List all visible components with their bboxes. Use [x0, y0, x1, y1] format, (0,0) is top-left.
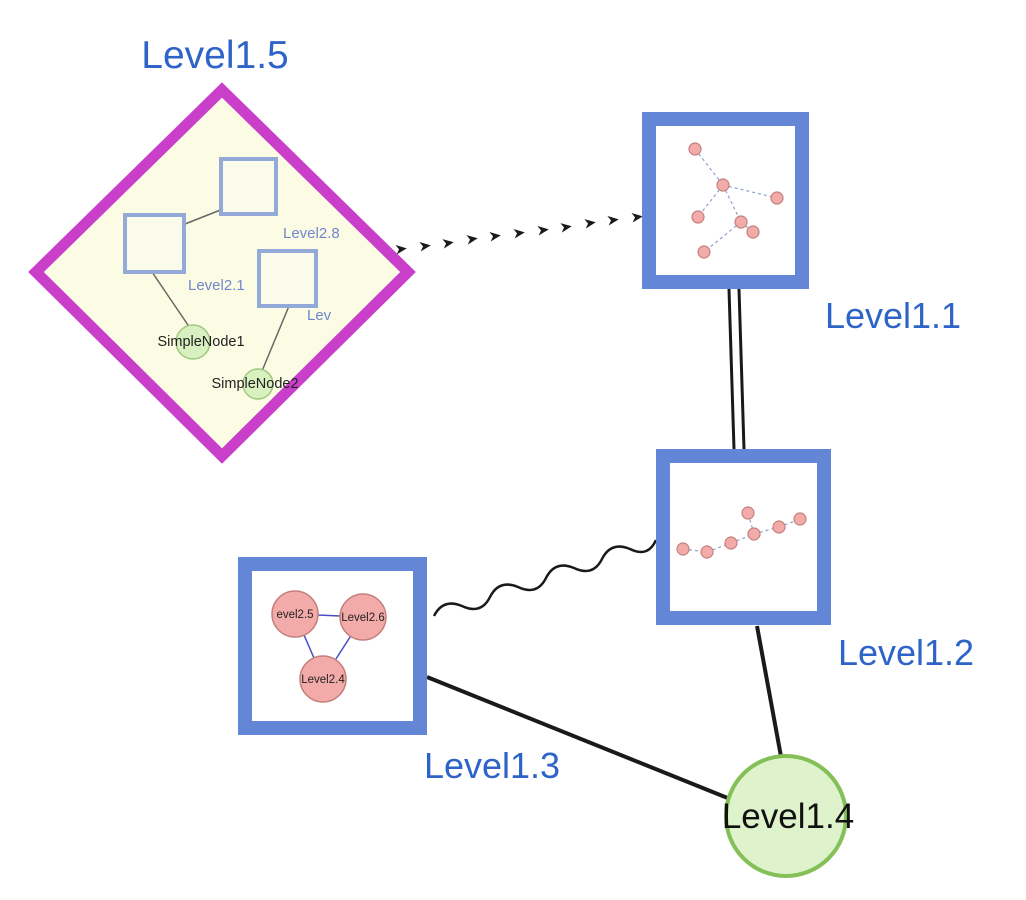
level28-label: Level2.8 — [283, 225, 340, 242]
level28-square[interactable] — [219, 157, 278, 216]
mini-graph-node[interactable] — [772, 520, 786, 534]
simplenode2-circle[interactable] — [242, 368, 274, 400]
mini-graph-node[interactable] — [746, 225, 760, 239]
mini-graph-node[interactable] — [747, 527, 761, 541]
level2-node-label: evel2.5 — [276, 609, 313, 621]
mini-graph-edge — [697, 184, 724, 218]
level12-inner-graph — [676, 506, 807, 559]
level2-node[interactable] — [271, 590, 319, 638]
mini-graph-edge — [722, 184, 742, 223]
mini-graph-edge — [753, 526, 780, 535]
level2-node[interactable] — [299, 655, 347, 703]
level21-square[interactable] — [123, 213, 186, 274]
level2-node[interactable] — [339, 593, 387, 641]
edge-wavy-level12-level13[interactable] — [432, 539, 658, 617]
mini-graph-node[interactable] — [724, 536, 738, 550]
level2-node-label: Level2.6 — [341, 612, 384, 624]
mini-graph-node[interactable] — [793, 512, 807, 526]
simplenode1-circle[interactable] — [175, 324, 211, 360]
edge-double-line-level11-level12[interactable] — [727, 288, 746, 450]
node-level13-box[interactable] — [238, 557, 427, 735]
edge-dashed-arrow-level15-level11[interactable] — [395, 212, 643, 255]
mini-graph-node[interactable] — [691, 210, 705, 224]
mini-graph-node[interactable] — [688, 142, 702, 156]
edge-level13-level14[interactable] — [426, 675, 746, 807]
simplenode1-label: SimpleNode1 — [157, 334, 244, 350]
inner-edge-square-square — [184, 208, 224, 225]
mini-graph-node[interactable] — [770, 191, 784, 205]
level15-diamond-shape[interactable] — [28, 82, 416, 464]
node-level15-group[interactable]: Level2.8 Level2.1 Lev SimpleNode1 Simple… — [28, 82, 416, 464]
level11-label: Level1.1 — [825, 295, 961, 336]
lev-square[interactable] — [257, 249, 318, 308]
level11-inner-graph — [688, 142, 784, 259]
level15-label: Level1.5 — [141, 34, 288, 77]
node-level12-box[interactable] — [656, 449, 831, 625]
mini-graph-node[interactable] — [741, 506, 755, 520]
lev-label: Lev — [307, 307, 332, 324]
level14-label: Level1.4 — [722, 797, 854, 836]
node-level14-circle[interactable] — [724, 754, 848, 878]
inner-edge-square-simplenode2 — [261, 305, 290, 372]
double-line-right — [737, 288, 746, 450]
inner-edge-square-simplenode1 — [151, 271, 191, 329]
level13-label: Level1.3 — [424, 745, 560, 786]
mini-graph-edge — [694, 148, 724, 186]
level2-node-label: Level2.4 — [301, 674, 345, 686]
mini-graph-edge — [703, 221, 742, 253]
mini-graph-node[interactable] — [700, 545, 714, 559]
level12-label: Level1.2 — [838, 632, 974, 673]
level21-label: Level2.1 — [188, 277, 245, 294]
mini-graph-node[interactable] — [734, 215, 748, 229]
mini-graph-edge — [706, 542, 732, 553]
mini-graph-node[interactable] — [716, 178, 730, 192]
simplenode2-label: SimpleNode2 — [211, 376, 298, 392]
edge-level12-level14[interactable] — [755, 625, 784, 763]
mini-graph-node[interactable] — [697, 245, 711, 259]
double-line-left — [727, 288, 736, 450]
mini-graph-node[interactable] — [676, 542, 690, 556]
